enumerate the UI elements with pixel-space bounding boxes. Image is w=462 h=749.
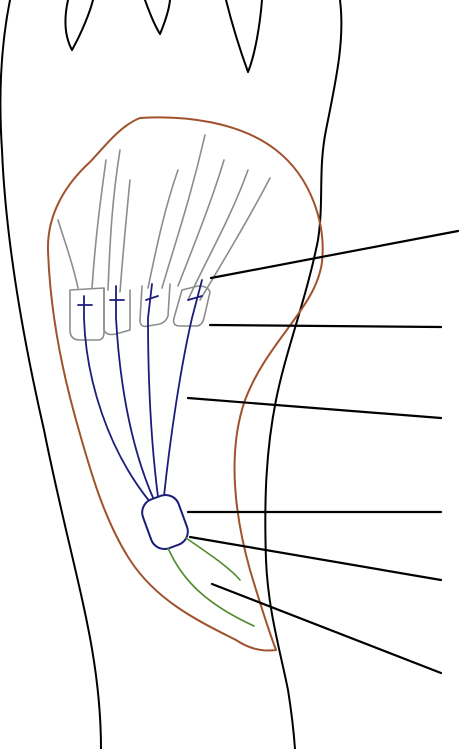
muscle-region-boundary — [46, 116, 324, 652]
digital-tendons — [57, 134, 271, 301]
blue-line-3 — [147, 283, 159, 498]
pointer-arrow-5 — [188, 535, 443, 582]
insertion-box-2 — [103, 287, 131, 336]
insertion-box-3 — [139, 283, 171, 328]
tendon-line-5 — [147, 169, 179, 289]
tendon-line-3 — [107, 149, 121, 291]
tendon-line-9 — [199, 177, 271, 301]
finger-contour-2 — [144, 0, 171, 35]
pointer-arrow-2 — [208, 323, 443, 329]
tendon-line-1 — [57, 219, 79, 289]
right-arm-contour — [264, 0, 343, 749]
pointer-arrow-1 — [209, 229, 460, 280]
blue-line-2 — [115, 285, 155, 501]
tendon-insertion-boxes — [69, 283, 211, 341]
finger-contour-1 — [64, 0, 94, 51]
central-oval-node — [141, 494, 189, 550]
tendon-line-6 — [161, 134, 206, 289]
tendon-line-2 — [91, 159, 107, 289]
insertion-box-4 — [172, 285, 211, 327]
green-proximal-lines — [167, 537, 255, 627]
blue-line-3-tip — [145, 295, 159, 301]
blue-line-4-tip — [187, 295, 203, 301]
left-arm-contour — [0, 0, 102, 749]
pointer-arrows — [186, 229, 460, 675]
pointer-arrow-6 — [210, 582, 443, 675]
blue-branching-lines — [77, 279, 203, 503]
tendon-line-7 — [177, 159, 225, 287]
green-line-2 — [185, 537, 241, 581]
green-line-1 — [167, 547, 255, 627]
blue-line-4 — [163, 279, 203, 497]
pointer-arrow-3 — [186, 396, 443, 420]
tendon-line-4 — [119, 179, 131, 293]
blue-line-1 — [83, 295, 151, 503]
insertion-box-1 — [69, 287, 105, 341]
hand-and-forearm-outline — [0, 0, 343, 749]
finger-contour-3 — [225, 0, 263, 73]
